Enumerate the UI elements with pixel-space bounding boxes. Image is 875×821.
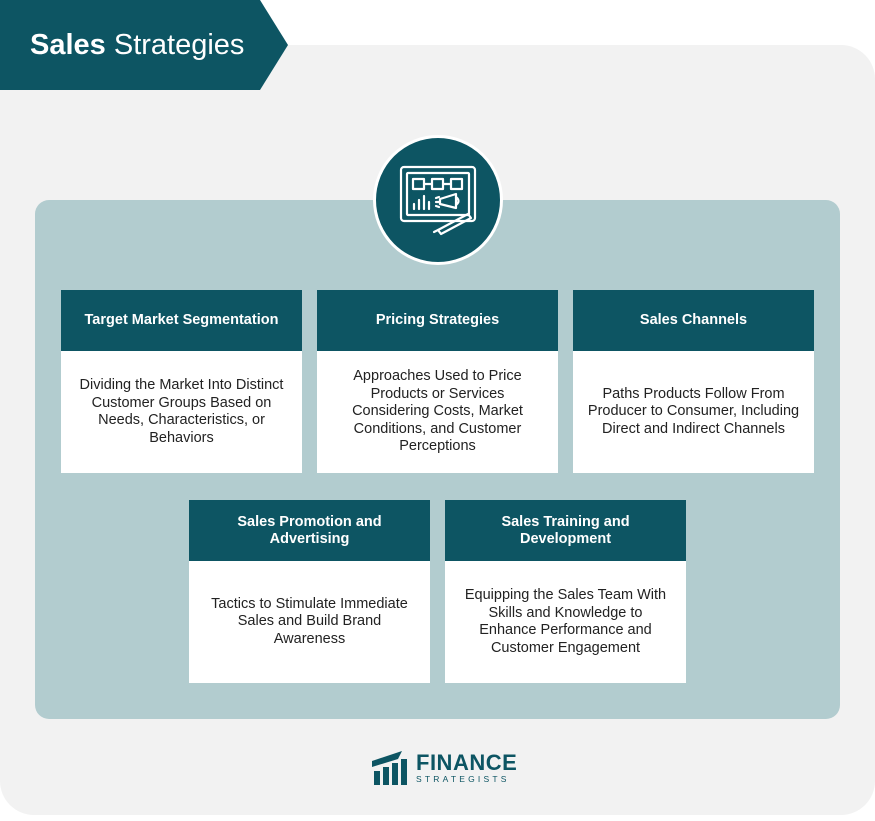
card-heading: Sales Training and Development: [445, 500, 686, 561]
title-banner: [0, 0, 288, 90]
card-sales-channels: Sales Channels Paths Products Follow Fro…: [573, 290, 814, 473]
page-title: Sales Strategies: [30, 28, 244, 62]
card-target-market-segmentation: Target Market Segmentation Dividing the …: [61, 290, 302, 473]
title-bold: Sales: [30, 29, 106, 61]
card-body: Equipping the Sales Team With Skills and…: [464, 587, 667, 656]
strategy-board-megaphone-icon: [373, 135, 503, 265]
card-heading: Sales Promotion and Advertising: [189, 500, 430, 561]
card-sales-training-development: Sales Training and Development Equipping…: [445, 500, 686, 683]
card-body: Dividing the Market Into Distinct Custom…: [79, 377, 284, 446]
card-heading: Target Market Segmentation: [61, 290, 302, 351]
logo-sub-text: STRATEGISTS: [416, 774, 510, 784]
title-light: Strategies: [113, 29, 245, 61]
card-body: Paths Products Follow From Producer to C…: [587, 385, 800, 437]
logo-main-text: FINANCE: [416, 750, 518, 775]
card-pricing-strategies: Pricing Strategies Approaches Used to Pr…: [317, 290, 558, 473]
card-heading: Pricing Strategies: [317, 290, 558, 351]
card-heading: Sales Channels: [573, 290, 814, 351]
card-sales-promotion-advertising: Sales Promotion and Advertising Tactics …: [189, 500, 430, 683]
card-body: Tactics to Stimulate Immediate Sales and…: [211, 595, 408, 647]
logo-mark-icon: [372, 751, 407, 785]
finance-strategists-logo: FINANCE STRATEGISTS: [372, 748, 517, 788]
card-body: Approaches Used to Price Products or Ser…: [352, 368, 523, 455]
